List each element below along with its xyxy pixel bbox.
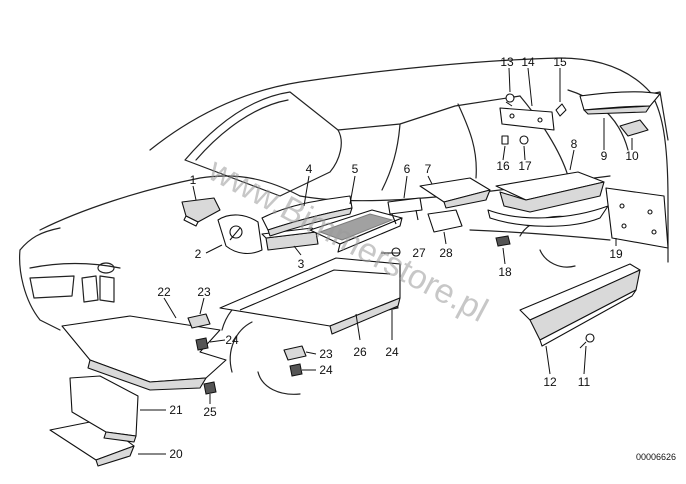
part-2-heat-shield	[217, 214, 263, 255]
part-28-bracket	[427, 209, 463, 233]
leader-lines	[138, 67, 633, 455]
callout-17: 17	[518, 159, 532, 173]
callout-22: 22	[157, 285, 171, 299]
callout-18: 18	[498, 265, 512, 279]
callout-5: 5	[352, 162, 359, 176]
part-24-fastener-b	[289, 363, 303, 377]
callout-1: 1	[190, 173, 197, 187]
callout-23-front: 23	[197, 285, 211, 299]
part-24-fastener-a	[195, 337, 209, 351]
part-21-vertical-guard	[69, 375, 139, 443]
part-9-trim	[579, 91, 661, 115]
callout-6: 6	[404, 162, 411, 176]
callout-11: 11	[578, 375, 591, 389]
part-10-clip	[619, 119, 649, 137]
callout-26: 26	[353, 345, 367, 359]
part-26-center-panel	[219, 257, 401, 335]
callout-23-center: 23	[319, 347, 333, 361]
callout-24-front: 24	[225, 333, 239, 347]
callout-labels: 1 2 3 4 5 6 7 8 9 10 11 12 13 14 15 16 1…	[157, 55, 639, 461]
part-14-bracket	[499, 107, 555, 131]
callout-13: 13	[500, 55, 514, 69]
part-15-clip	[555, 103, 567, 117]
callout-27: 27	[412, 246, 426, 260]
part-5-center-shield	[309, 209, 403, 253]
callout-15: 15	[553, 55, 567, 69]
callout-28: 28	[439, 246, 453, 260]
part-6-bracket	[387, 197, 423, 225]
callout-24-right: 24	[385, 345, 399, 359]
callout-16: 16	[496, 159, 510, 173]
part-1-bracket	[181, 197, 221, 227]
part-11-screw	[579, 333, 595, 349]
part-27-screw	[391, 247, 401, 257]
part-4-heat-shield	[261, 195, 353, 237]
part-8-rear-tray	[487, 171, 609, 227]
callout-3: 3	[298, 257, 305, 271]
part-18-grommet	[495, 235, 511, 247]
callout-7: 7	[425, 162, 432, 176]
callout-2: 2	[195, 247, 202, 261]
callout-24-center: 24	[319, 363, 333, 377]
part-16-screw	[501, 135, 509, 145]
callout-21: 21	[169, 403, 183, 417]
callout-12: 12	[543, 375, 557, 389]
part-13-screw	[505, 93, 515, 107]
part-22-underbody-panel	[61, 315, 227, 391]
callout-10: 10	[625, 149, 639, 163]
diagram-reference-number: 00006626	[636, 452, 676, 462]
callout-8: 8	[571, 137, 578, 151]
callout-19: 19	[609, 247, 623, 261]
callout-20: 20	[169, 447, 183, 461]
part-19-bracket	[605, 187, 669, 249]
part-7-tray	[419, 177, 491, 209]
part-23-clip-center	[283, 345, 307, 361]
callout-4: 4	[306, 162, 313, 176]
part-23-clip-front	[187, 313, 211, 329]
part-12-sill-cover	[519, 263, 641, 347]
callout-9: 9	[601, 149, 608, 163]
part-25-grommet	[203, 381, 217, 395]
callout-14: 14	[521, 55, 535, 69]
callout-25: 25	[203, 405, 217, 419]
part-3-strip	[261, 227, 319, 251]
part-17-nut	[519, 135, 529, 145]
